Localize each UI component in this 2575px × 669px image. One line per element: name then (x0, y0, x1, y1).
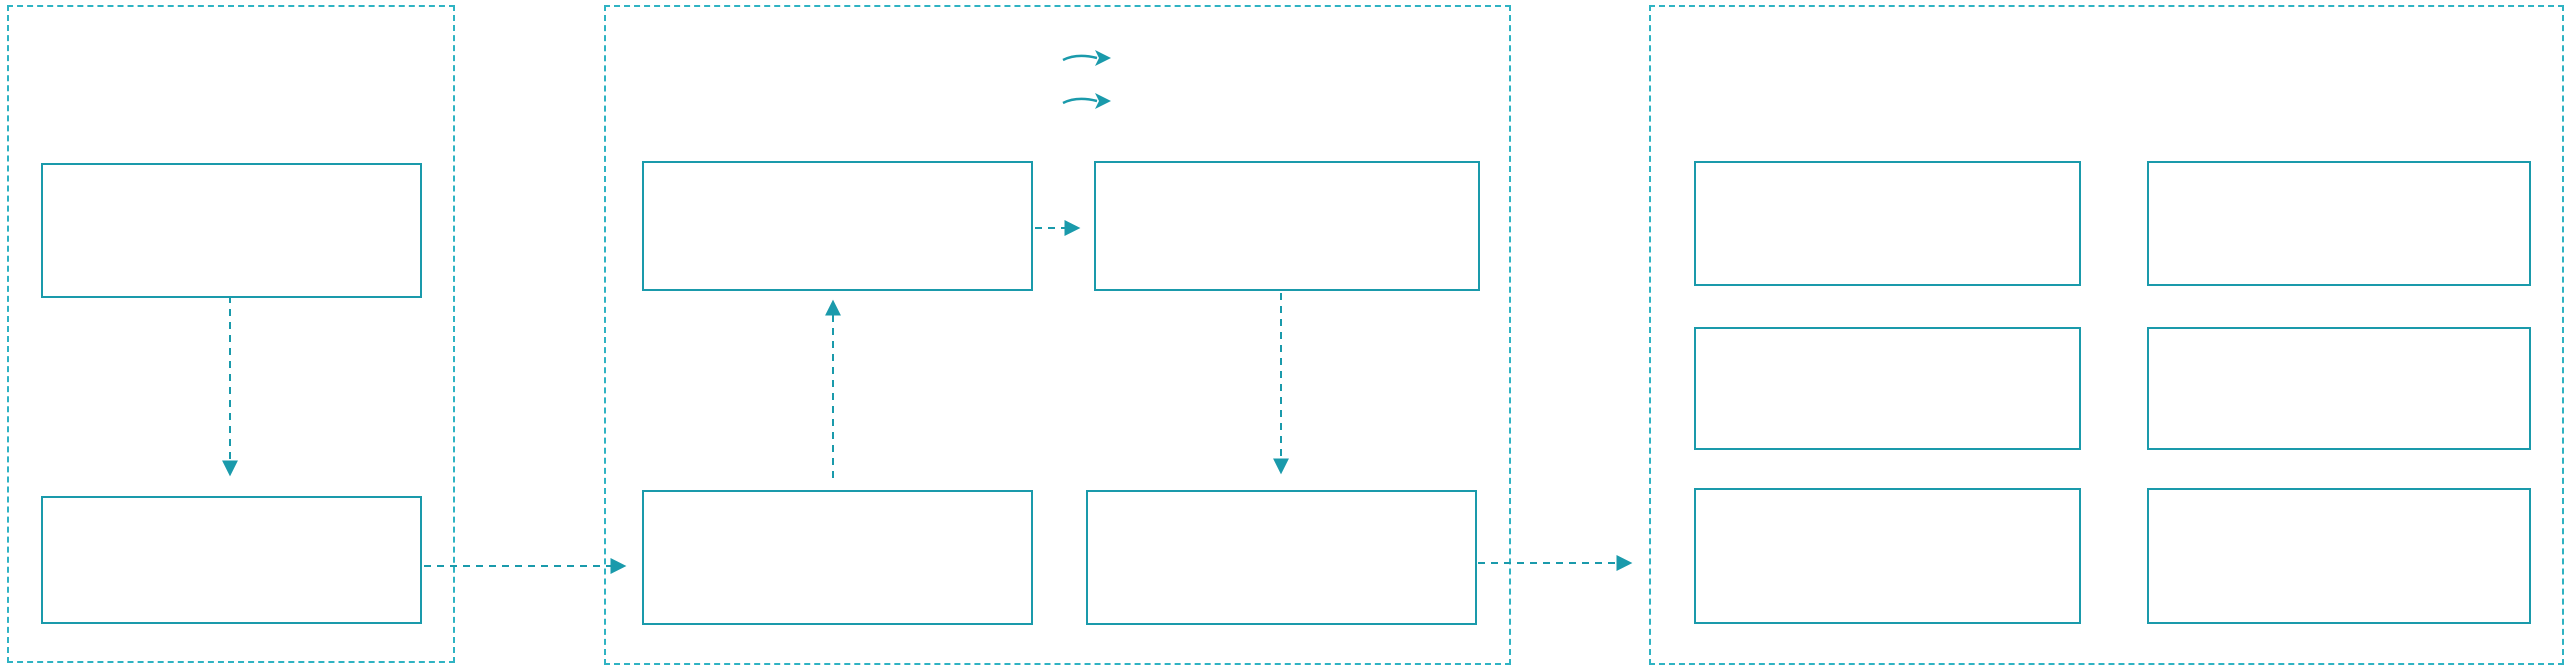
middle-box-bottom-left[interactable] (642, 490, 1033, 625)
middle-box-top-right[interactable] (1094, 161, 1480, 291)
arrow-right-icon (1062, 93, 1111, 109)
stage-group-middle (604, 5, 1511, 665)
right-box-row1-col2[interactable] (2147, 161, 2531, 286)
right-box-row2-col1[interactable] (1694, 327, 2081, 450)
stage-group-left (7, 5, 455, 663)
right-box-row3-col2[interactable] (2147, 488, 2531, 624)
stage-group-right (1649, 5, 2564, 665)
left-box-bottom[interactable] (41, 496, 422, 624)
middle-box-bottom-right[interactable] (1086, 490, 1477, 625)
right-box-row2-col2[interactable] (2147, 327, 2531, 450)
left-box-top[interactable] (41, 163, 422, 298)
middle-box-top-left[interactable] (642, 161, 1033, 291)
right-box-row3-col1[interactable] (1694, 488, 2081, 624)
arrow-right-icon (1062, 50, 1111, 66)
right-box-row1-col1[interactable] (1694, 161, 2081, 286)
